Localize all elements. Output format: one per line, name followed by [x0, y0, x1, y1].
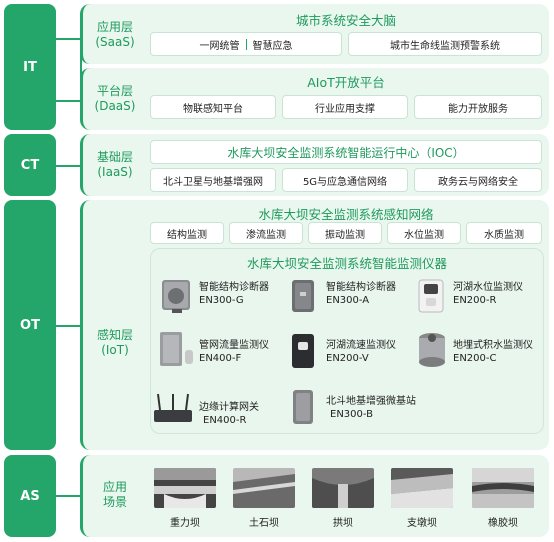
daas-title: AIoT开放平台	[307, 75, 385, 90]
monitor-item: 水位监测	[387, 222, 461, 244]
layer-badge-it: IT	[4, 4, 56, 130]
iot-network-title: 水库大坝安全监测系统感知网络	[258, 207, 434, 222]
flow-velocity-monitor-image	[292, 334, 314, 368]
saas-right-box: 城市生命线监测预警系统	[348, 32, 542, 56]
monitor-item: 结构监测	[150, 222, 224, 244]
layer-badge-ot: OT	[4, 200, 56, 450]
dam-label: 支墩坝	[407, 518, 437, 529]
connector	[80, 38, 82, 102]
device-name: 管网流量监测仪	[199, 340, 269, 351]
earth-rock-dam-image	[233, 468, 295, 508]
monitor-item: 水质监测	[466, 222, 542, 244]
monitor-item: 振动监测	[308, 222, 382, 244]
daas-item: 物联感知平台	[150, 95, 276, 119]
device-model: EN400-F	[199, 353, 242, 364]
device-name: 边缘计算网关	[199, 402, 259, 413]
monitor-item: 渗流监测	[229, 222, 303, 244]
device-name: 北斗地基增强微基站	[326, 396, 416, 407]
saas-title: 城市系统安全大脑	[295, 13, 396, 28]
layer-badge-ct: CT	[4, 134, 56, 196]
iaas-title: 水库大坝安全监测系统智能运行中心（IOC）	[150, 140, 542, 164]
water-level-monitor-image	[418, 279, 444, 313]
dam-label: 橡胶坝	[488, 518, 518, 529]
edge-gateway-image	[154, 393, 192, 422]
structure-diagnoser-g-image	[162, 280, 190, 313]
rubber-dam-image	[472, 468, 534, 508]
connector	[56, 38, 82, 40]
connector	[56, 165, 82, 167]
device-model: EN400-R	[203, 415, 247, 426]
arch-dam-image	[312, 468, 374, 508]
dam-label: 拱坝	[333, 518, 353, 529]
daas-item: 能力开放服务	[414, 95, 542, 119]
structure-diagnoser-a-image	[292, 280, 314, 312]
saas-left-box: 一网统管智慧应急	[150, 32, 342, 56]
gravity-dam-image	[154, 468, 216, 508]
device-name: 智能结构诊断器	[199, 282, 269, 293]
dam-label: 重力坝	[170, 518, 200, 529]
instruments-title: 水库大坝安全监测系统智能监测仪器	[246, 256, 447, 271]
iaas-item: 政务云与网络安全	[414, 168, 542, 192]
daas-item: 行业应用支撑	[282, 95, 408, 119]
instruments-panel	[150, 248, 544, 434]
iaas-label: 基础层(IaaS)	[96, 150, 133, 179]
connector	[56, 325, 82, 327]
device-model: EN200-C	[453, 353, 497, 364]
apps-label: 应用场景	[102, 480, 127, 509]
device-name: 地埋式积水监测仪	[453, 340, 533, 351]
device-name: 河湖流速监测仪	[326, 340, 396, 351]
device-name: 河湖水位监测仪	[453, 282, 523, 293]
buttress-dam-image	[391, 468, 453, 508]
connector	[56, 495, 82, 497]
buried-waterlogging-monitor-image	[419, 333, 445, 367]
device-model: EN200-R	[453, 295, 497, 306]
beidou-micro-base-station-image	[293, 390, 313, 424]
iaas-item: 5G与应急通信网络	[282, 168, 408, 192]
device-model: EN300-A	[326, 295, 370, 306]
iaas-item: 北斗卫星与地基增强网	[150, 168, 276, 192]
device-model: EN300-G	[199, 295, 244, 306]
pipe-flow-monitor-image	[160, 332, 193, 366]
daas-label: 平台层(DaaS)	[94, 84, 136, 113]
device-model: EN200-V	[326, 353, 369, 364]
device-model: EN300-B	[330, 409, 373, 420]
connector	[56, 100, 82, 102]
device-name: 智能结构诊断器	[326, 282, 396, 293]
dam-label: 土石坝	[249, 518, 279, 529]
iot-label: 感知层(IoT)	[96, 328, 133, 357]
layer-badge-as: AS	[4, 455, 56, 537]
saas-label: 应用层(SaaS)	[95, 20, 135, 49]
